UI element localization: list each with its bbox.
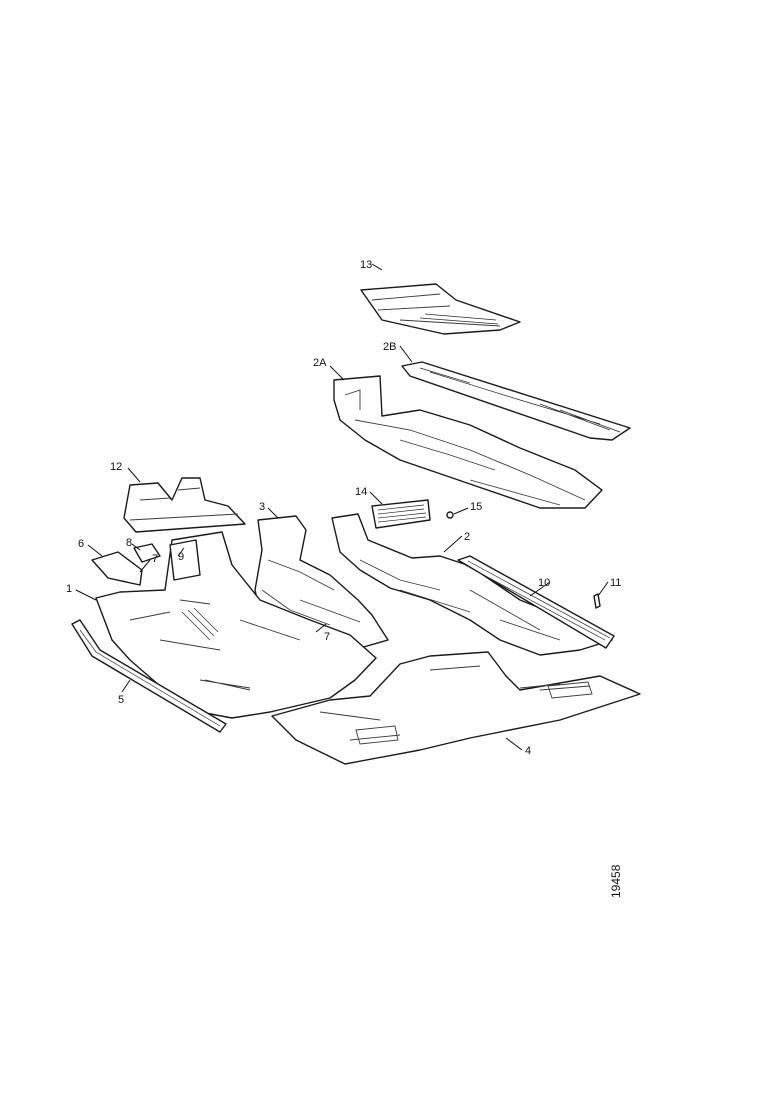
part-4-rear-carpet <box>271 651 641 765</box>
callout-8: 8 <box>126 537 132 549</box>
leader-lines <box>75 263 609 751</box>
callout-7-center: 7 <box>324 631 330 643</box>
callout-13: 13 <box>360 259 372 271</box>
part-15-screw <box>446 511 454 519</box>
callout-2a: 2A <box>313 357 327 369</box>
callout-6: 6 <box>78 538 84 550</box>
callout-15: 15 <box>470 501 482 513</box>
part-8-pad <box>133 543 161 563</box>
callout-7-left: 7 <box>152 553 158 565</box>
part-12-seat-piece <box>123 477 246 533</box>
callout-14: 14 <box>355 486 367 498</box>
part-13-rear-mat <box>360 283 521 335</box>
part-6-pad <box>91 551 143 586</box>
part-2-right-carpet <box>331 513 613 656</box>
part-5-sill-strip <box>71 619 227 733</box>
part-11-clip <box>593 593 601 609</box>
callout-2b: 2B <box>383 341 396 353</box>
part-2b-tunnel-strip <box>401 361 631 441</box>
callout-9: 9 <box>178 551 184 563</box>
callout-12: 12 <box>110 461 122 473</box>
callout-4: 4 <box>525 745 531 757</box>
part-9-bracket <box>169 539 201 581</box>
callout-labels: 13 2B 2A 12 3 14 15 2 10 11 1 6 8 7 9 5 … <box>66 259 621 757</box>
callout-3: 3 <box>259 501 265 513</box>
callout-2: 2 <box>464 531 470 543</box>
callout-5: 5 <box>118 694 124 706</box>
drawing-number: 19458 <box>609 864 623 898</box>
part-10-sill-strip <box>457 555 615 649</box>
callout-11: 11 <box>610 577 621 589</box>
part-2a-rear-carpet <box>333 375 603 509</box>
callout-10: 10 <box>538 577 550 589</box>
part-14-vent-grille <box>371 499 431 529</box>
callout-1: 1 <box>66 583 72 595</box>
